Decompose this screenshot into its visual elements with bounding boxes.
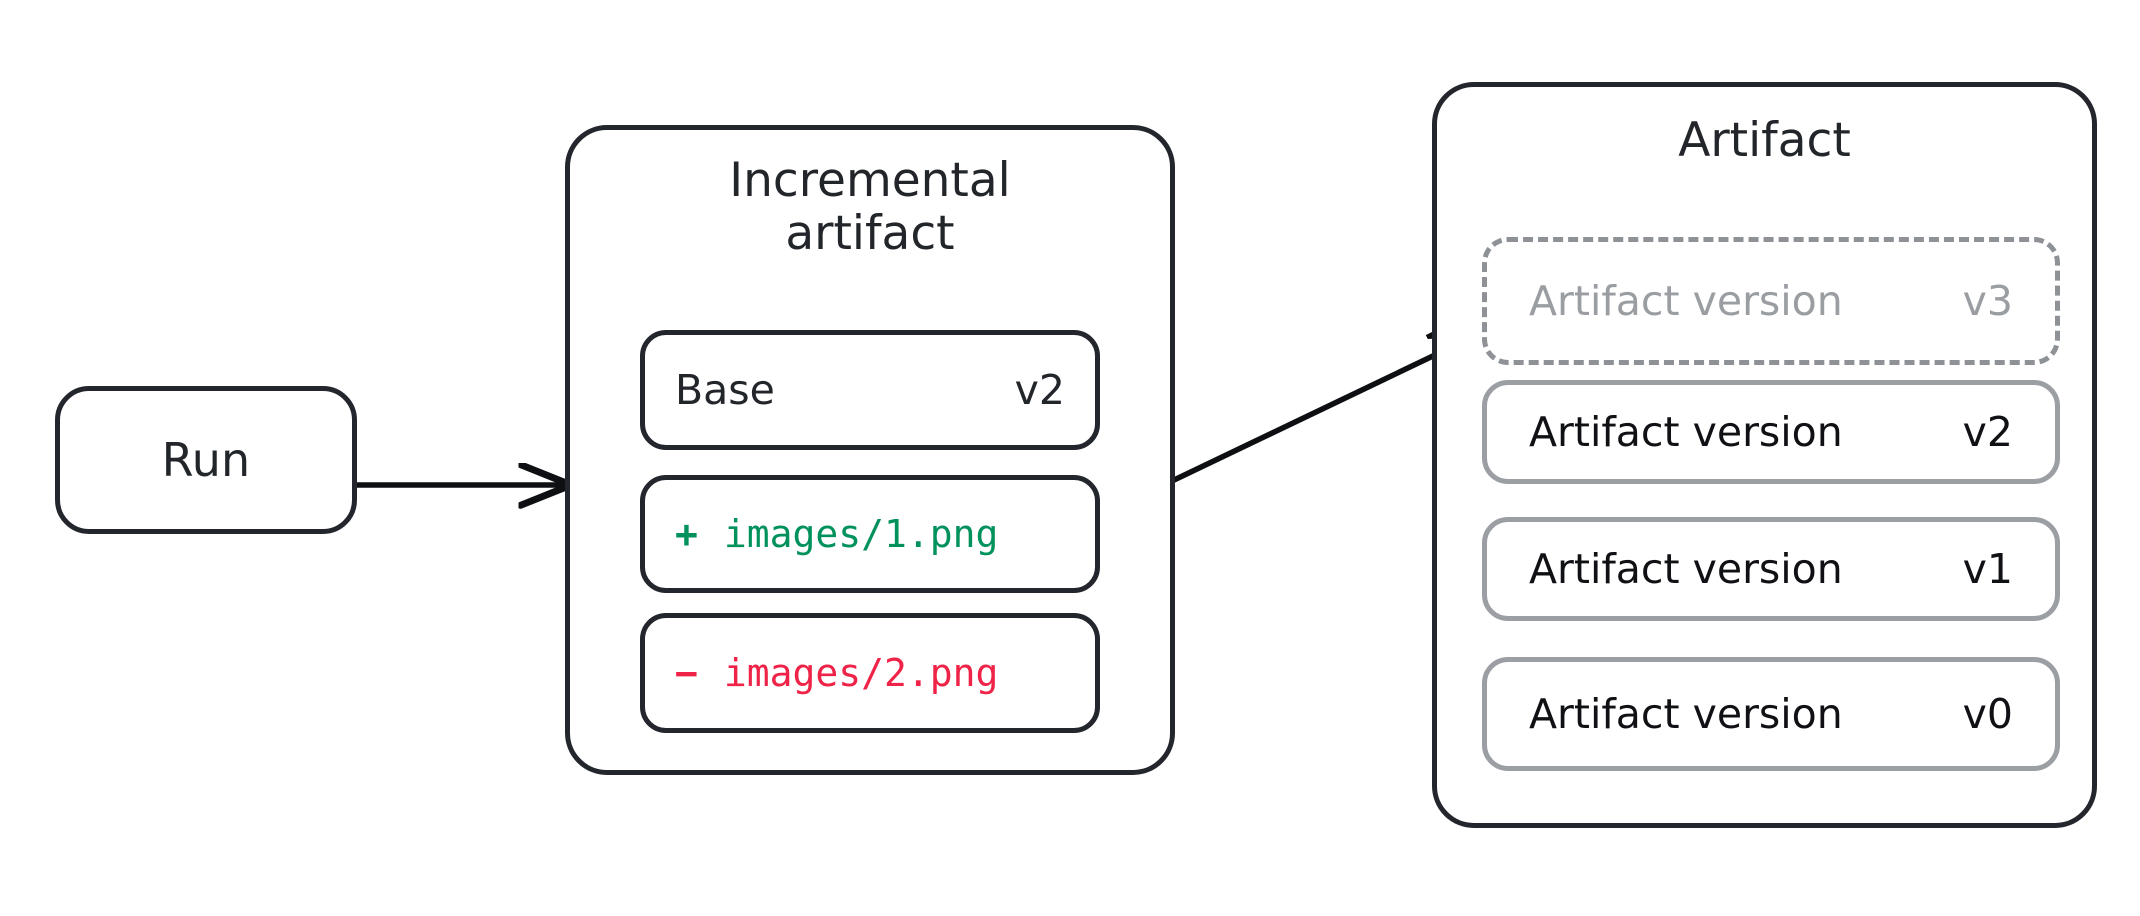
- base-row-version: v2: [1014, 366, 1065, 414]
- run-node-label: Run: [161, 433, 251, 487]
- artifact-version-number: v3: [1962, 277, 2013, 325]
- artifact-version-row[interactable]: Artifact version v2: [1482, 380, 2060, 484]
- artifact-version-number: v1: [1962, 545, 2013, 593]
- change-row-removed[interactable]: − images/2.png: [640, 613, 1100, 733]
- incremental-artifact-title-line1: Incremental: [729, 153, 1011, 208]
- artifact-version-row[interactable]: Artifact version v0: [1482, 657, 2060, 771]
- incremental-artifact-title: Incremental artifact: [570, 153, 1170, 261]
- minus-icon: −: [675, 651, 698, 695]
- incremental-artifact-title-line2: artifact: [785, 205, 955, 261]
- artifact-version-label: Artifact version: [1529, 408, 1843, 456]
- change-row-added[interactable]: + images/1.png: [640, 475, 1100, 593]
- change-row-removed-path: images/2.png: [723, 651, 999, 695]
- change-row-added-path: images/1.png: [723, 512, 999, 556]
- artifact-version-label: Artifact version: [1529, 690, 1843, 738]
- artifact-container[interactable]: Artifact Artifact version v3 Artifact ve…: [1432, 82, 2097, 828]
- artifact-version-row[interactable]: Artifact version v1: [1482, 517, 2060, 621]
- run-node[interactable]: Run: [55, 386, 357, 534]
- artifact-title: Artifact: [1678, 113, 1851, 168]
- artifact-version-label: Artifact version: [1529, 277, 1843, 325]
- artifact-version-number: v2: [1962, 408, 2013, 456]
- artifact-version-number: v0: [1962, 690, 2013, 738]
- incremental-artifact-container[interactable]: Incremental artifact Base v2 + images/1.…: [565, 125, 1175, 775]
- plus-icon: +: [675, 512, 698, 556]
- base-row-label: Base: [675, 366, 775, 414]
- artifact-version-label: Artifact version: [1529, 545, 1843, 593]
- base-row[interactable]: Base v2: [640, 330, 1100, 450]
- artifact-version-row-pending[interactable]: Artifact version v3: [1482, 237, 2060, 365]
